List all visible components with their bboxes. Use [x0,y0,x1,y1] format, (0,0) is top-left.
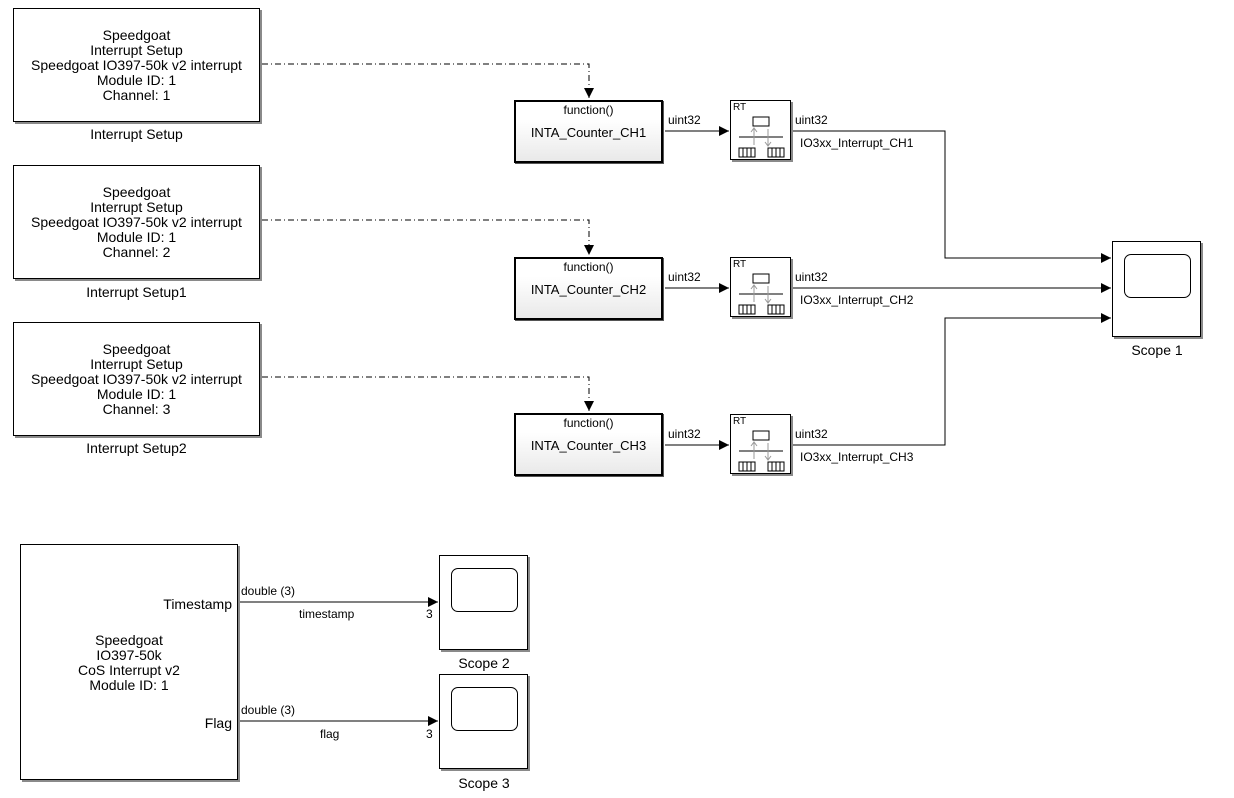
block-text: Module ID: 1 [96,385,177,402]
scope-screen-icon [451,687,518,731]
signal-name-label: IO3xx_Interrupt_CH1 [800,136,914,150]
signal-type-label: uint32 [668,113,701,127]
scope-3-block[interactable] [439,674,528,769]
block-text: Speedgoat [102,340,171,357]
interrupt-setup-caption-3: Interrupt Setup2 [86,440,187,456]
block-text: Speedgoat [102,26,171,43]
block-text: Module ID: 1 [89,677,169,693]
scope-3-caption: Scope 3 [458,775,510,791]
block-text: Speedgoat IO397-50k v2 interrupt [31,370,242,387]
rt-label: RT [733,416,747,427]
rt-label: RT [733,259,747,270]
interrupt-setup-block-3[interactable]: Speedgoat Interrupt Setup Speedgoat IO39… [13,322,260,436]
signal-type-label: uint32 [795,270,828,284]
scope-1-caption: Scope 1 [1131,342,1183,358]
rate-transition-block-3[interactable]: RT [730,414,791,474]
block-text: Interrupt Setup [90,198,183,215]
subsystem-name: INTA_Counter_CH3 [530,438,647,453]
rate-transition-block-1[interactable]: RT [730,100,791,160]
signal-type-label: uint32 [795,113,828,127]
function-call-subsystem-2[interactable]: function() INTA_Counter_CH2 [514,257,663,320]
scope-2-caption: Scope 2 [458,655,510,671]
interrupt-setup-caption-2: Interrupt Setup1 [86,284,187,300]
signal-name-label: IO3xx_Interrupt_CH2 [800,293,914,307]
subsystem-name: INTA_Counter_CH1 [530,125,647,140]
block-text: Channel: 1 [102,86,171,103]
flag-port-label: Flag [204,715,232,731]
rate-transition-icon [738,273,785,315]
signal-name-label: timestamp [299,607,355,621]
signal-type-label: uint32 [795,427,828,441]
function-call-subsystem-3[interactable]: function() INTA_Counter_CH3 [514,413,663,476]
signal-name-label: IO3xx_Interrupt_CH3 [800,450,914,464]
trigger-label: function() [563,260,614,274]
signal-width-label: 3 [426,727,433,741]
block-text: IO397-50k [96,647,162,663]
block-text: Interrupt Setup [90,355,183,372]
signal-name-label: flag [320,727,340,741]
cos-block-text: Speedgoat IO397-50k CoS Interrupt v2 Mod… [21,633,237,693]
block-text: Speedgoat [95,632,163,648]
interrupt-setup-block-2[interactable]: Speedgoat Interrupt Setup Speedgoat IO39… [13,165,260,279]
timestamp-port-label: Timestamp [163,596,232,612]
rt-to-scope-line-1[interactable] [793,130,1111,263]
block-text: CoS Interrupt v2 [78,662,180,678]
cos-interrupt-block[interactable]: Speedgoat IO397-50k CoS Interrupt v2 Mod… [20,544,238,780]
trigger-label: function() [563,103,614,117]
trigger-label: function() [563,416,614,430]
block-text: Module ID: 1 [96,228,177,245]
rate-transition-block-2[interactable]: RT [730,257,791,317]
scope-1-block[interactable] [1112,241,1201,337]
interrupt-setup-caption-1: Interrupt Setup [90,126,183,142]
subsystem-name: INTA_Counter_CH2 [530,282,647,297]
rate-transition-icon [738,116,785,158]
signal-type-label: uint32 [668,270,701,284]
scope-screen-icon [1124,254,1191,298]
signal-width-label: 3 [426,607,433,621]
block-text: Speedgoat IO397-50k v2 interrupt [31,213,242,230]
function-call-subsystem-1[interactable]: function() INTA_Counter_CH1 [514,100,663,163]
signal-type-label: uint32 [668,427,701,441]
scope-screen-icon [451,568,518,612]
block-text: Interrupt Setup [90,41,183,58]
scope-2-block[interactable] [439,555,528,650]
function-call-line-3[interactable] [262,376,594,411]
rate-transition-icon [738,430,785,472]
function-call-line-2[interactable] [262,219,594,255]
interrupt-setup-block-1[interactable]: Speedgoat Interrupt Setup Speedgoat IO39… [13,8,260,122]
rt-to-scope-line-3[interactable] [793,313,1111,446]
rt-label: RT [733,102,747,113]
block-text: Speedgoat [102,183,171,200]
block-text: Module ID: 1 [96,71,177,88]
block-text: Channel: 3 [102,400,171,417]
function-call-line-1[interactable] [262,63,594,98]
signal-type-label: double (3) [241,584,296,598]
block-text: Channel: 2 [102,243,171,260]
block-text: Speedgoat IO397-50k v2 interrupt [31,56,242,73]
signal-type-label: double (3) [241,703,296,717]
